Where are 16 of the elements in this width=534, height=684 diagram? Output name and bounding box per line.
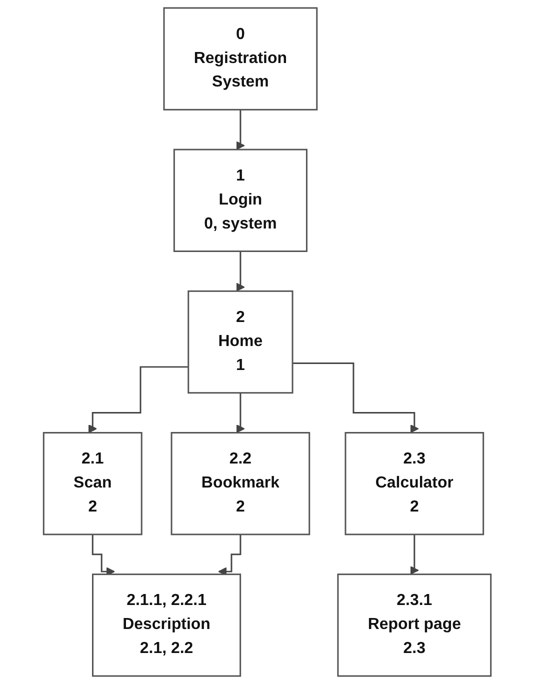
- arrow: [236, 108, 245, 150]
- node-box: 2.2 Bookmark 2: [170, 432, 310, 536]
- arrow: [218, 534, 241, 576]
- node-box: 2.1.1, 2.2.1 Description 2.1, 2.2: [92, 574, 241, 677]
- arrow: [236, 392, 245, 434]
- arrow: [88, 366, 188, 434]
- arrow: [236, 250, 245, 292]
- arrow: [92, 534, 115, 576]
- node-box: 0 Registration System: [163, 7, 318, 110]
- node-box: 2.3.1 Report page 2.3: [336, 574, 492, 677]
- node-box: 1 Login 0, system: [173, 148, 308, 252]
- node-box: 2.1 Scan 2: [42, 432, 142, 536]
- arrow: [410, 534, 419, 575]
- node-box: 2.3 Calculator 2: [344, 432, 484, 536]
- arrow: [292, 362, 419, 434]
- node-box: 2 Home 1: [187, 290, 294, 394]
